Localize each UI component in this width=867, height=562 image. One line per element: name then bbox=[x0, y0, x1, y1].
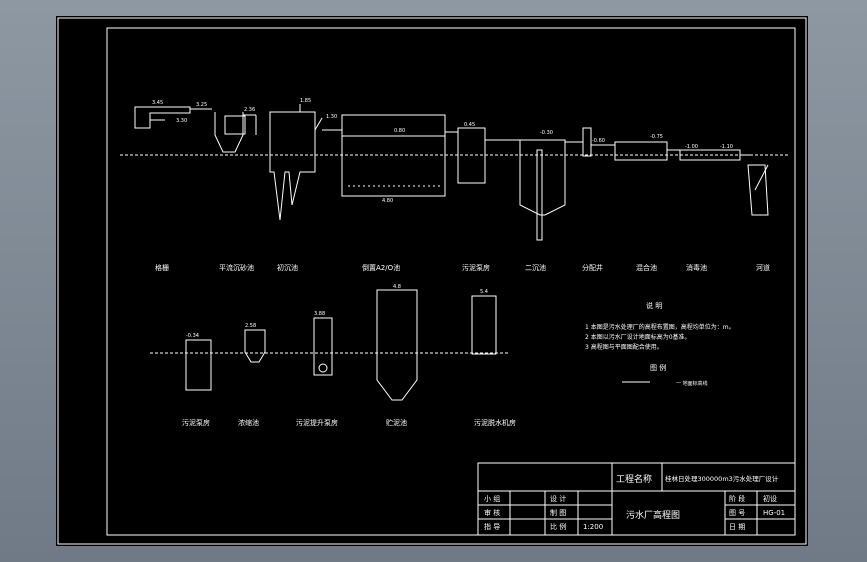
project-name: 桂林日处理300000m3污水处理厂设计 bbox=[665, 474, 779, 483]
inner-frame bbox=[106, 27, 796, 536]
label-distribution-well: 分配井 bbox=[582, 263, 603, 272]
note-3: 3 高程图与平面图配合使用。 bbox=[585, 343, 663, 351]
number-label: 图 号 bbox=[729, 509, 745, 517]
role-review: 审 核 bbox=[484, 508, 500, 517]
stage-value: 初设 bbox=[763, 494, 777, 503]
svg-text:2.36: 2.36 bbox=[244, 107, 255, 113]
scale-label: 比 例 bbox=[550, 522, 566, 531]
drawing-title: 污水厂高程图 bbox=[626, 509, 680, 521]
svg-text:1.85: 1.85 bbox=[300, 98, 311, 104]
note-2: 2 本图以污水厂设计地面标高为0基准。 bbox=[585, 333, 691, 341]
svg-text:3.88: 3.88 bbox=[314, 311, 325, 317]
label-sludge-pump: 污泥泵房 bbox=[182, 418, 210, 427]
distribution-well-shape bbox=[582, 127, 592, 157]
project-label: 工程名称 bbox=[616, 473, 652, 485]
label-river: 河道 bbox=[756, 263, 770, 272]
label-secondary-clarifier: 二沉池 bbox=[525, 263, 546, 272]
label-disinfection-tank: 消毒池 bbox=[686, 263, 707, 272]
svg-text:3.45: 3.45 bbox=[152, 100, 163, 106]
svg-text:5.4: 5.4 bbox=[480, 289, 488, 295]
mixing-tank-shape bbox=[614, 141, 668, 161]
title-block: 工程名称 桂林日处理300000m3污水处理厂设计 污水厂高程图 小 组 审 核… bbox=[477, 462, 796, 536]
legend-title: 图 例 bbox=[650, 363, 666, 372]
label-sludge-pump-upper: 污泥泵房 bbox=[462, 263, 490, 272]
svg-text:-0.30: -0.30 bbox=[540, 130, 553, 136]
label-sludge-lift-pump: 污泥提升泵房 bbox=[296, 418, 338, 427]
process-profile: 3.45 3.25 3.30 2.36 1.85 1.30 0.80 0.45 -0.3… bbox=[120, 98, 790, 241]
scale-value: 1:200 bbox=[583, 523, 603, 531]
label-thickener: 浓缩池 bbox=[238, 418, 259, 427]
notes-title: 说 明 bbox=[646, 301, 662, 310]
primary-clarifier-shape bbox=[269, 111, 316, 221]
svg-text:4.8: 4.8 bbox=[393, 284, 401, 290]
label-sludge-storage: 贮泥池 bbox=[386, 418, 407, 427]
label-ao-tank: 倒置A2/O池 bbox=[362, 263, 400, 272]
label-grille: 格栅 bbox=[155, 263, 169, 272]
ao-tank-body bbox=[341, 135, 446, 197]
note-1: 1 本图是污水处理厂的高程布置图，高程均单位为：m。 bbox=[585, 323, 735, 331]
label-mixing-tank: 混合池 bbox=[636, 263, 657, 272]
role-group: 小 组 bbox=[484, 494, 500, 503]
svg-text:0.45: 0.45 bbox=[464, 122, 475, 128]
svg-text:-1.10: -1.10 bbox=[720, 144, 733, 150]
grit-chamber-shape bbox=[214, 112, 244, 153]
svg-text:-0.34: -0.34 bbox=[186, 333, 199, 339]
svg-text:1.30: 1.30 bbox=[326, 114, 337, 120]
drawing-sheet bbox=[56, 16, 808, 546]
role-guide: 指 导 bbox=[484, 522, 500, 531]
label-primary-clarifier: 初沉池 bbox=[277, 263, 298, 272]
svg-text:-0.75: -0.75 bbox=[650, 134, 663, 140]
svg-text:-1.00: -1.00 bbox=[685, 144, 698, 150]
svg-text:3.30: 3.30 bbox=[176, 118, 187, 124]
design-label: 设 计 bbox=[550, 494, 566, 503]
outer-border bbox=[57, 17, 807, 545]
stage-label: 阶 段 bbox=[729, 494, 745, 503]
date-label: 日 期 bbox=[729, 523, 745, 531]
svg-text:3.25: 3.25 bbox=[196, 102, 207, 108]
svg-text:4.80: 4.80 bbox=[382, 198, 393, 204]
number-value: HG-01 bbox=[763, 509, 785, 517]
secondary-clarifier-shape bbox=[519, 139, 566, 216]
river-shape bbox=[747, 164, 769, 216]
legend-item: 一 地面标高线 bbox=[676, 380, 708, 387]
grille-channel-shape bbox=[134, 106, 191, 129]
svg-text:2.58: 2.58 bbox=[245, 323, 256, 329]
draw-label: 制 图 bbox=[550, 508, 566, 517]
label-grit-chamber: 平流沉砂池 bbox=[219, 263, 254, 272]
pump-house-shape bbox=[457, 127, 486, 184]
sludge-profile: -0.34 2.58 3.88 4.8 5.4 bbox=[150, 284, 510, 401]
label-dewatering-house: 污泥脱水机房 bbox=[474, 418, 516, 427]
svg-text:-0.60: -0.60 bbox=[592, 138, 605, 144]
svg-text:0.80: 0.80 bbox=[394, 128, 405, 134]
